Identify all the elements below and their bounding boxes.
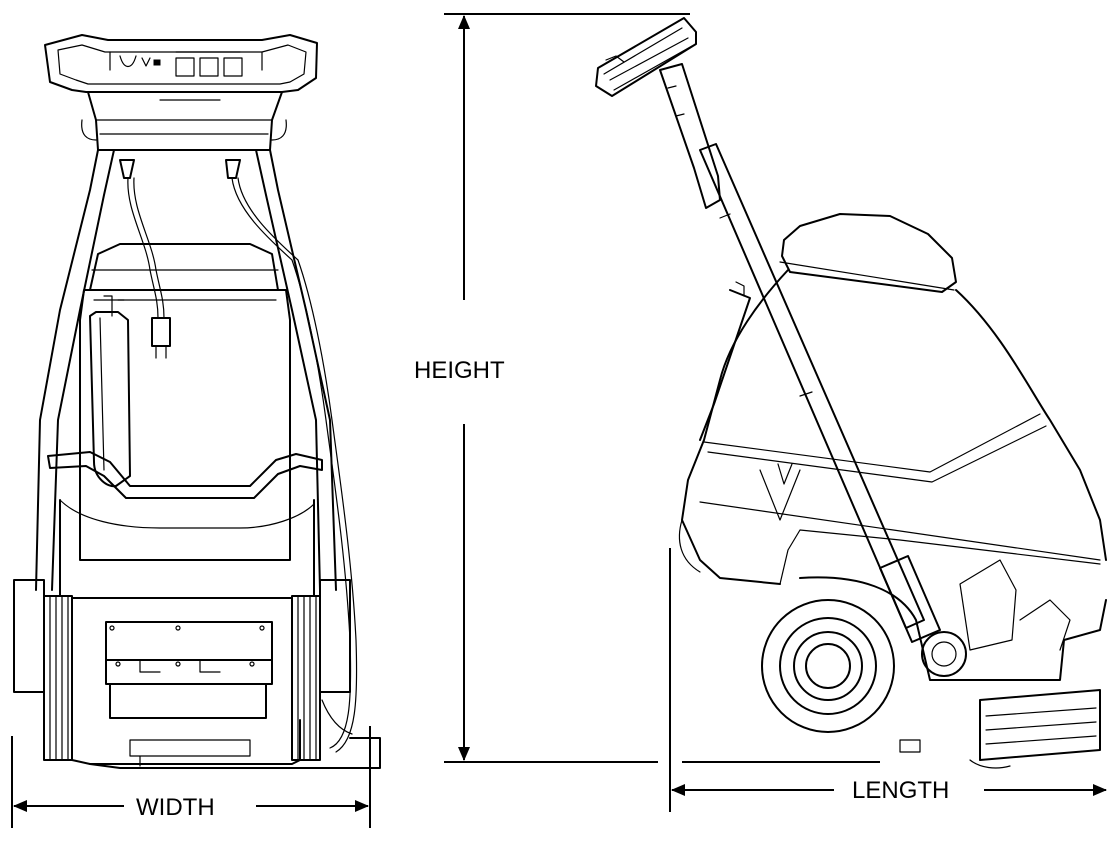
length-dimension: LENGTH [669, 548, 1107, 812]
height-dimension: HEIGHT [414, 13, 880, 763]
height-label: HEIGHT [414, 357, 505, 384]
width-dimension: WIDTH [11, 726, 371, 828]
length-label: LENGTH [852, 777, 949, 804]
width-label: WIDTH [136, 794, 215, 821]
front-view-machine [13, 34, 381, 769]
side-view-machine [595, 17, 1107, 769]
